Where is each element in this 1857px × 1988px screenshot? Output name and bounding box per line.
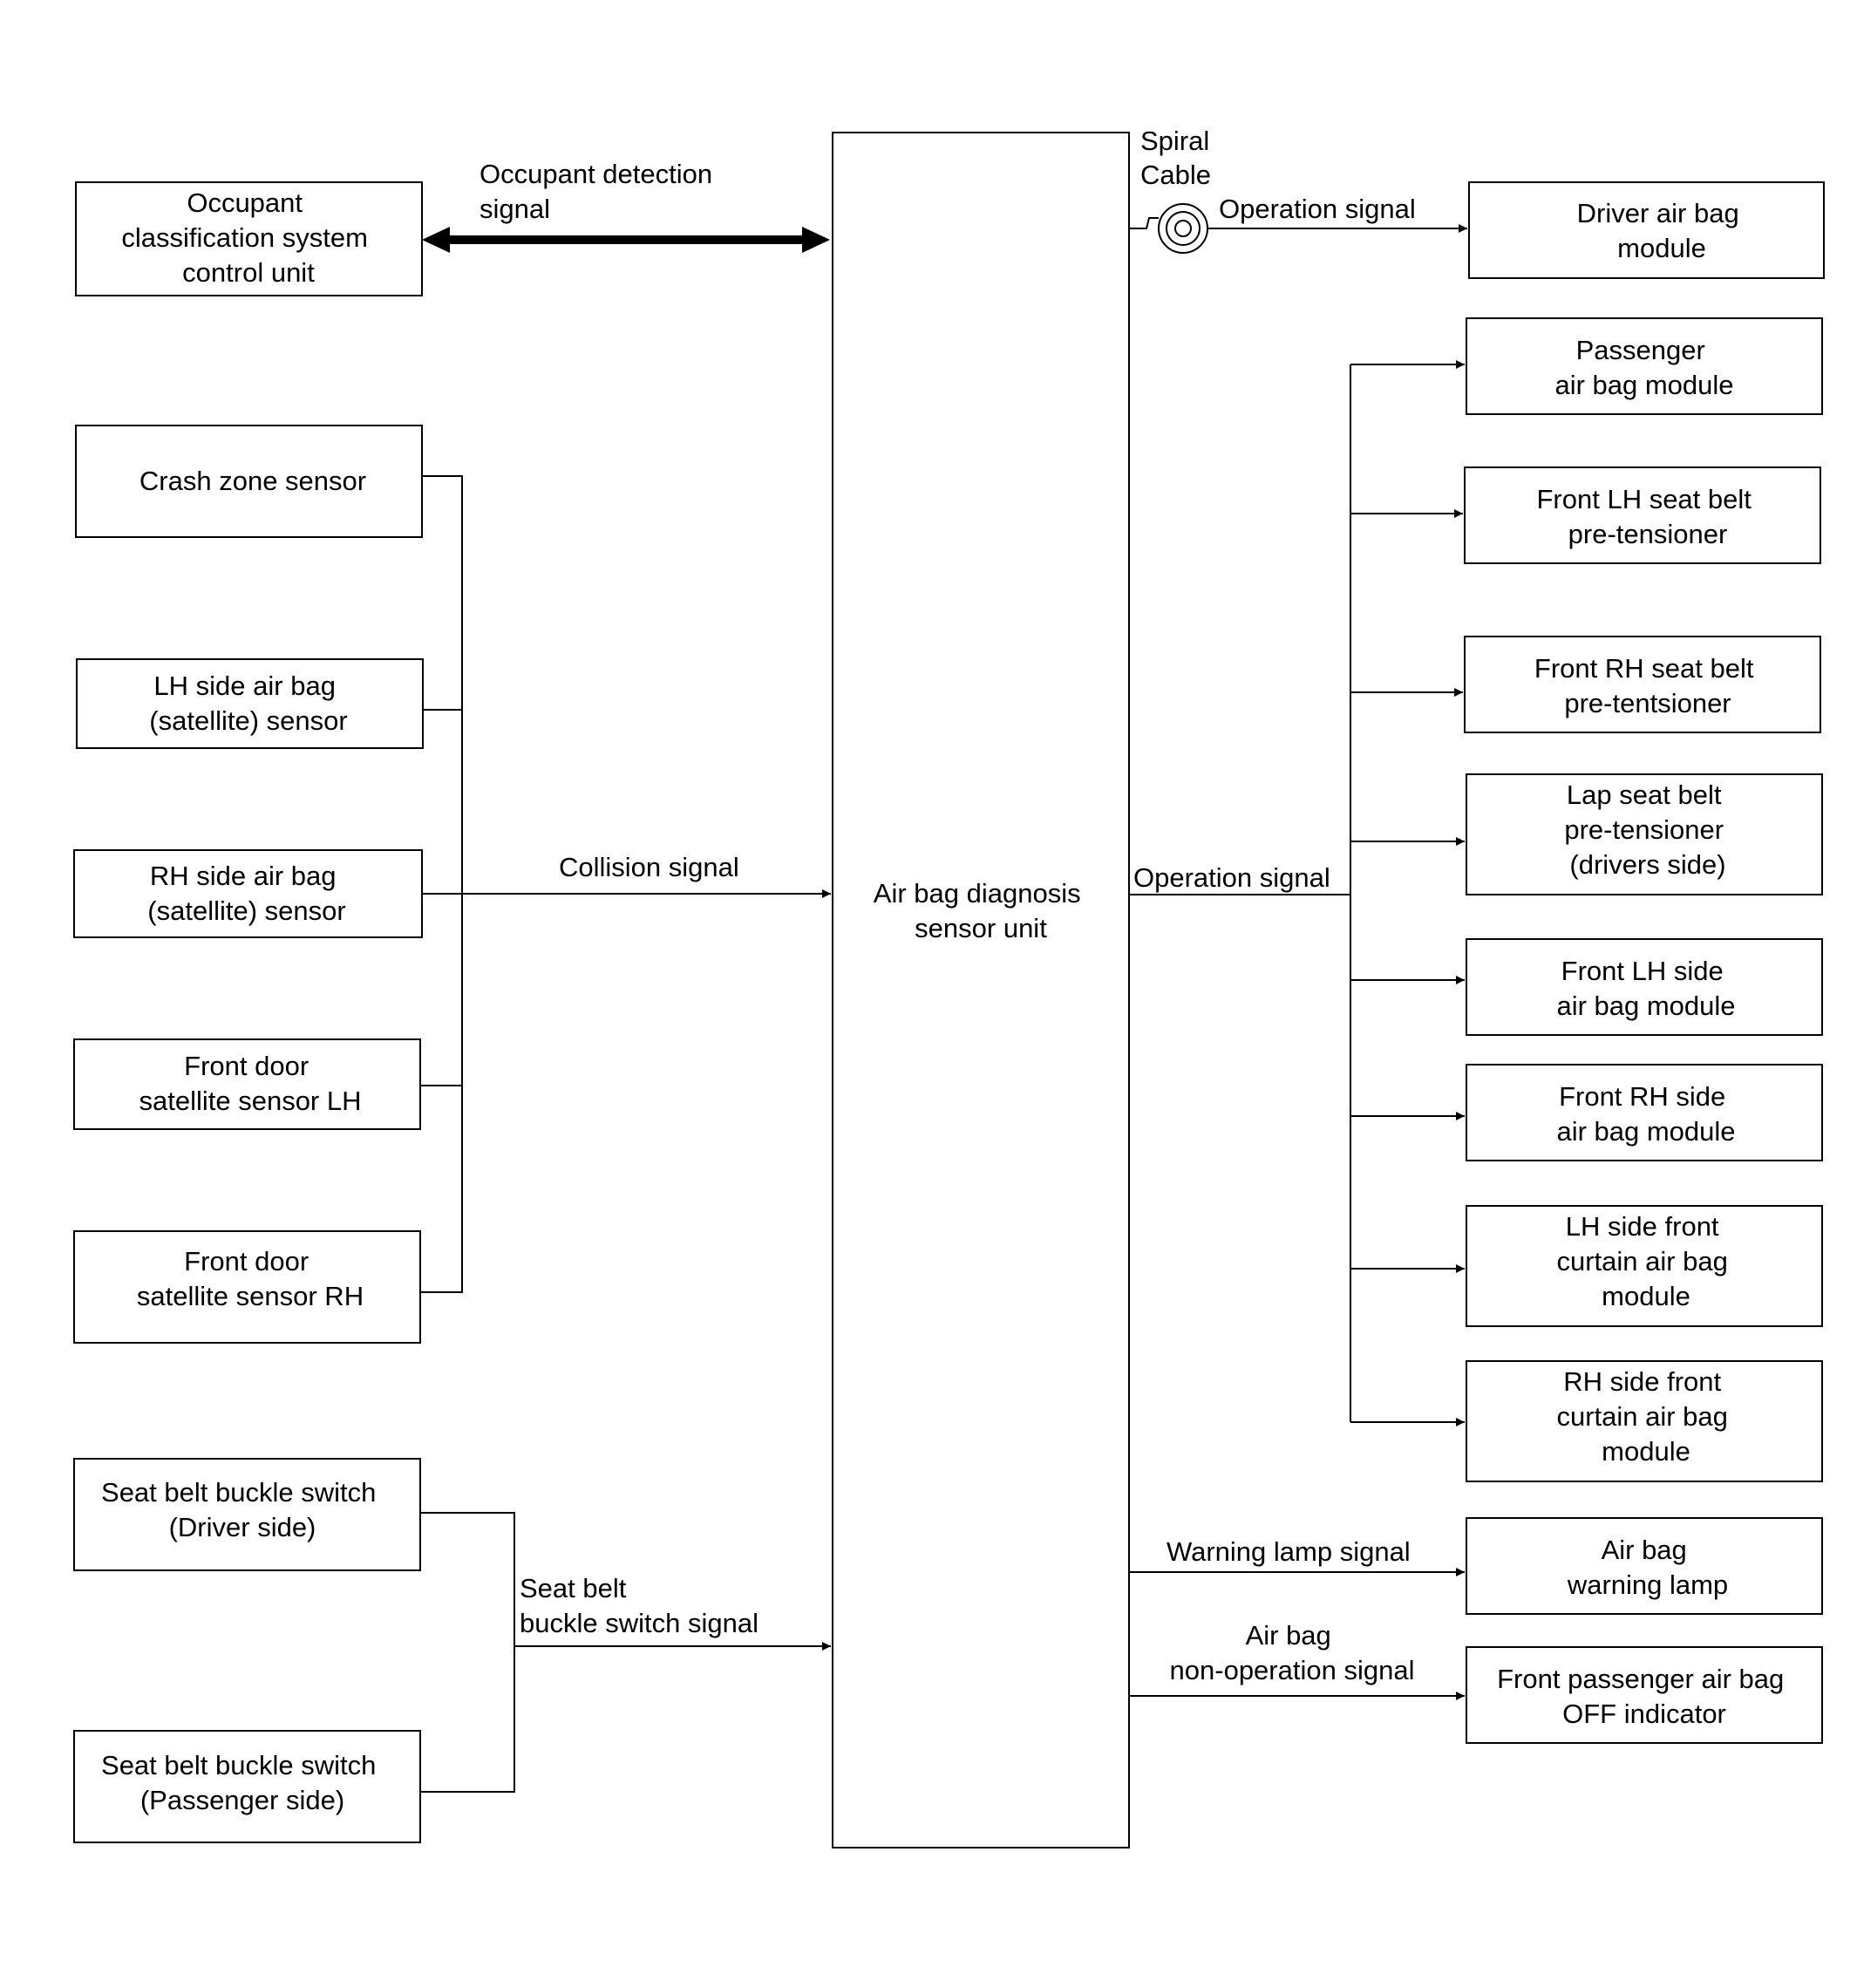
front-lh-side-label: Front LH side air bag module bbox=[1556, 956, 1735, 1021]
lap-pret-box bbox=[1466, 773, 1823, 895]
lap-pret-label: Lap seat belt pre-tensioner (drivers sid… bbox=[1564, 780, 1731, 880]
passenger-module-box bbox=[1466, 317, 1823, 415]
operation-signal-top-label: Operation signal bbox=[1219, 194, 1416, 224]
lh-curtain-label: LH side front curtain air bag module bbox=[1556, 1211, 1735, 1311]
driver-module-box bbox=[1468, 181, 1825, 279]
buckle-driver-box bbox=[73, 1458, 421, 1571]
off-indicator-box bbox=[1466, 1646, 1823, 1744]
collision-signal-label: Collision signal bbox=[559, 852, 739, 882]
operation-signal-bus bbox=[1129, 360, 1465, 1426]
occupant-detection-arrow bbox=[422, 227, 830, 253]
door-rh-box bbox=[73, 1230, 421, 1344]
door-rh-label: Front door satellite sensor RH bbox=[137, 1246, 364, 1311]
rh-curtain-box bbox=[1466, 1360, 1823, 1482]
occupant-unit-label: Occupant classification system control u… bbox=[121, 187, 375, 288]
buckle-passenger-box bbox=[73, 1730, 421, 1843]
lh-side-sensor-box bbox=[76, 658, 424, 749]
warning-lamp-box bbox=[1466, 1517, 1823, 1615]
spiral-cable-label: Spiral Cable bbox=[1140, 126, 1217, 190]
rh-side-sensor-label: RH side air bag (satellite) sensor bbox=[147, 861, 345, 926]
front-rh-pret-box bbox=[1464, 636, 1821, 733]
passenger-module-label: Passenger air bag module bbox=[1554, 335, 1733, 400]
crash-zone-label: Crash zone sensor bbox=[139, 466, 366, 496]
front-rh-pret-label: Front RH seat belt pre-tentsioner bbox=[1534, 653, 1761, 718]
operation-signal-top-line bbox=[1129, 217, 1467, 233]
non-operation-signal-label: Air bag non-operation signal bbox=[1170, 1620, 1415, 1685]
front-rh-side-label: Front RH side air bag module bbox=[1556, 1081, 1735, 1147]
warning-lamp-label: Air bag warning lamp bbox=[1567, 1535, 1728, 1600]
operation-signal-mid-label: Operation signal bbox=[1133, 862, 1330, 893]
front-lh-side-box bbox=[1466, 938, 1823, 1036]
center-unit-box bbox=[832, 132, 1130, 1848]
occupant-detection-signal-label: Occupant detection signal bbox=[480, 159, 720, 224]
buckle-switch-bus bbox=[420, 1512, 831, 1793]
off-indicator-label: Front passenger air bag OFF indicator bbox=[1497, 1664, 1792, 1729]
occupant-unit-box bbox=[75, 181, 423, 296]
collision-signal-bus bbox=[420, 475, 831, 1293]
seat-belt-buckle-signal-label: Seat belt buckle switch signal bbox=[520, 1573, 758, 1638]
spiral-cable-icon bbox=[1158, 203, 1208, 254]
front-lh-pret-box bbox=[1464, 466, 1821, 564]
driver-module-label: Driver air bag module bbox=[1577, 198, 1747, 263]
lh-side-sensor-label: LH side air bag (satellite) sensor bbox=[149, 671, 347, 736]
rh-curtain-label: RH side front curtain air bag module bbox=[1556, 1366, 1735, 1467]
door-lh-box bbox=[73, 1038, 421, 1130]
lh-curtain-box bbox=[1466, 1205, 1823, 1327]
center-unit-label: Air bag diagnosis sensor unit bbox=[874, 878, 1088, 943]
warning-lamp-signal-label: Warning lamp signal bbox=[1167, 1536, 1411, 1567]
door-lh-label: Front door satellite sensor LH bbox=[139, 1051, 361, 1116]
crash-zone-box bbox=[75, 425, 423, 538]
front-lh-pret-label: Front LH seat belt pre-tensioner bbox=[1536, 484, 1758, 549]
front-rh-side-box bbox=[1466, 1064, 1823, 1161]
buckle-passenger-label: Seat belt buckle switch (Passenger side) bbox=[101, 1750, 384, 1815]
buckle-driver-label: Seat belt buckle switch (Driver side) bbox=[101, 1477, 384, 1542]
rh-side-sensor-box bbox=[73, 849, 423, 938]
